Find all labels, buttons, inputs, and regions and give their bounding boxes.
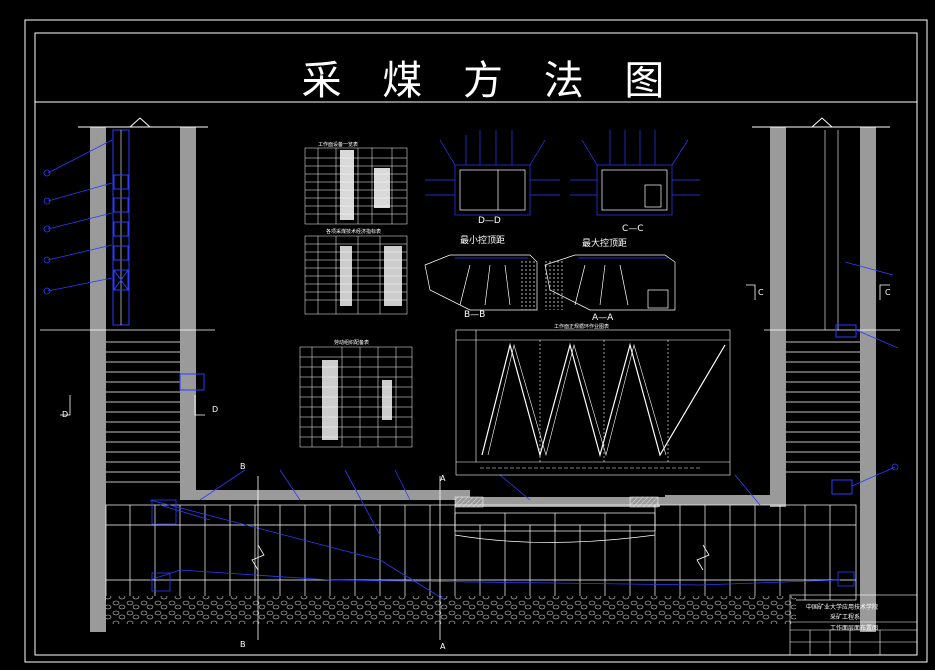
cycle-chart	[455, 329, 731, 476]
mark-c-left: C	[758, 288, 764, 297]
title-block-dept: 采矿工程系	[830, 614, 861, 621]
gob-gravel	[106, 596, 796, 624]
mark-d-left: D	[62, 410, 69, 419]
label-min-roof: 最小控顶距	[460, 236, 506, 246]
face-supports	[105, 504, 857, 601]
roadways	[180, 490, 770, 508]
section-label-dd: D—D	[478, 216, 501, 226]
face-leaders	[149, 469, 855, 601]
drawing-title: 采 煤 方 法 图	[301, 58, 679, 104]
mark-c-right: C	[885, 288, 891, 297]
support-profile-bb	[424, 254, 538, 311]
labor-table-title: 劳动组织配备表	[334, 340, 370, 346]
label-max-roof: 最大控顶距	[582, 239, 628, 249]
left-shaft	[40, 117, 215, 632]
inner-frame	[34, 32, 918, 656]
support-profile-aa	[544, 254, 676, 311]
section-label-bb: B—B	[464, 310, 486, 320]
cross-section-cc	[570, 130, 700, 216]
tech-table	[304, 235, 408, 315]
tech-table-title: 各项采煤技术经济指标表	[326, 229, 382, 235]
equipment-table-title: 工作面设备一览表	[318, 142, 359, 148]
section-label-cc: C—C	[622, 224, 644, 234]
section-label-aa: A—A	[592, 313, 614, 323]
labor-table	[299, 346, 413, 448]
cross-section-dd	[425, 130, 560, 216]
cycle-chart-title: 工作面正规循环作业图表	[554, 324, 610, 330]
title-block-drawing-name: 工作面层面布置图	[830, 625, 879, 632]
mark-d-right: D	[212, 405, 219, 414]
mark-a-bottom: A	[440, 642, 446, 651]
outer-frame	[24, 19, 928, 663]
mark-a-top: A	[440, 474, 446, 483]
mark-b-top: B	[240, 462, 246, 471]
right-shaft	[746, 117, 900, 632]
title-block	[789, 594, 918, 656]
title-block-school: 中国矿业大学应用技术学院	[806, 604, 879, 611]
equipment-table	[304, 147, 408, 225]
mark-b-bottom: B	[240, 640, 246, 649]
